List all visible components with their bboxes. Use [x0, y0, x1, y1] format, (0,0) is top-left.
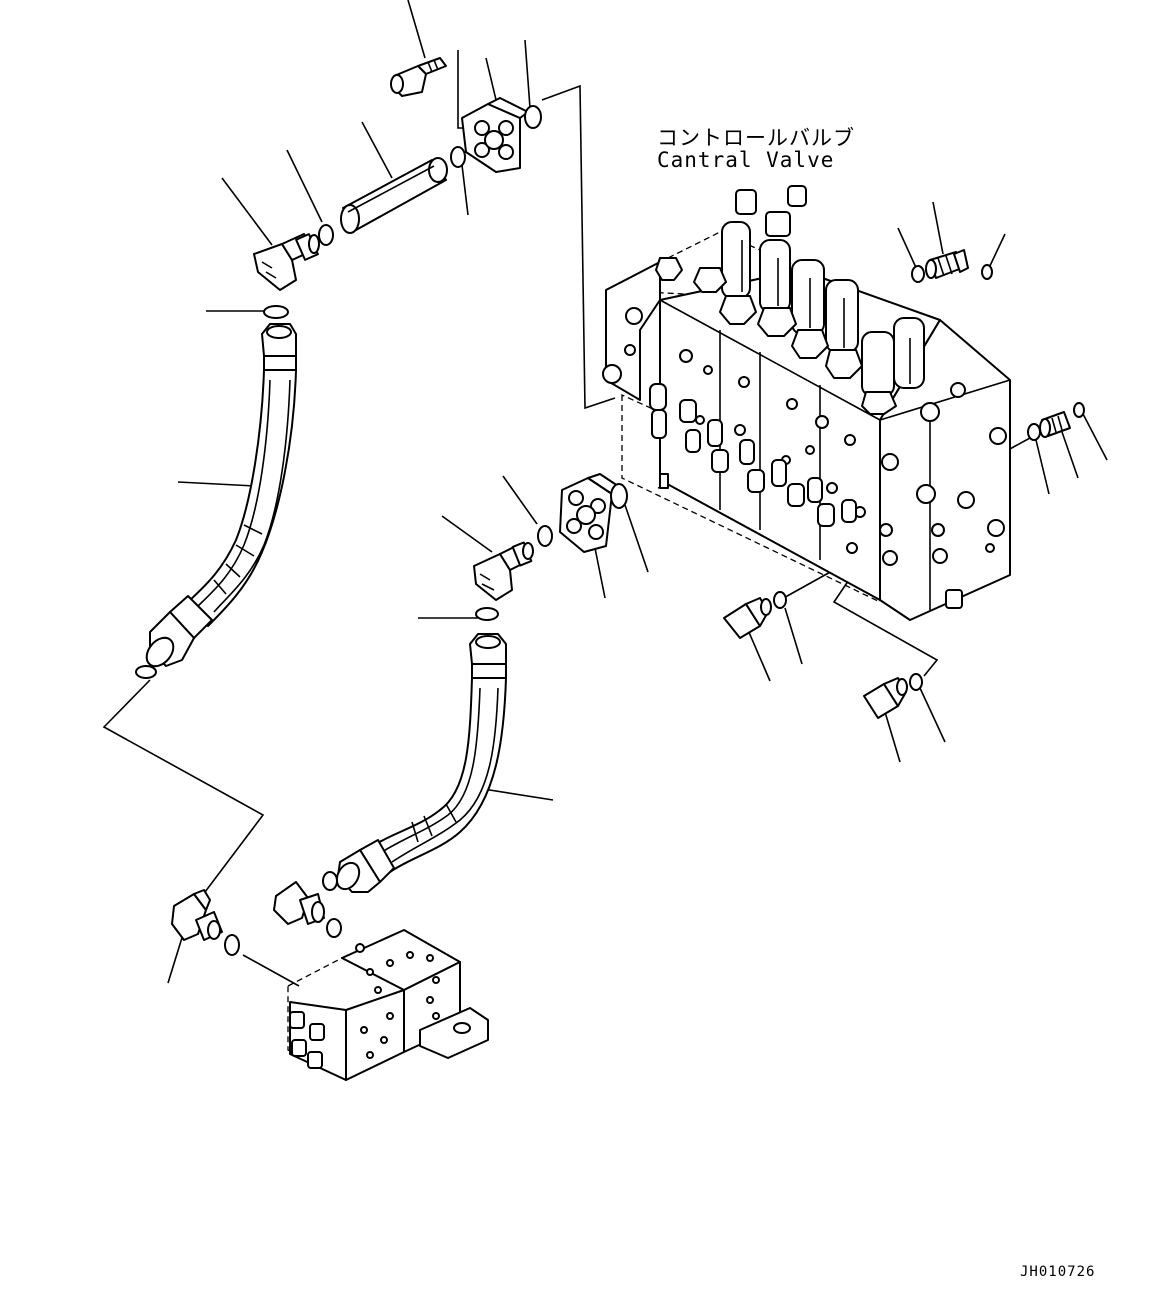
adapter-right-side	[1027, 402, 1085, 441]
tee-lower-right-part	[273, 871, 342, 938]
hose-right-part	[335, 633, 507, 893]
title-japanese: コントロールバルブ	[657, 126, 855, 150]
bolt-part	[390, 57, 447, 97]
tee-fitting-right-upper	[723, 591, 787, 639]
solenoid-block-part	[287, 929, 489, 1081]
elbow-middle-part	[473, 541, 534, 601]
tee-lower-left-part	[171, 889, 240, 956]
hose-left-part	[135, 323, 297, 679]
tube-part	[340, 157, 448, 234]
drawing-code: JH010726	[1020, 1264, 1096, 1280]
o-rings-middle	[475, 483, 628, 621]
tee-fitting-right-lower	[863, 673, 923, 719]
elbow-upper-part	[253, 233, 320, 291]
adapter-upper-right	[911, 249, 993, 283]
control-valve-part	[602, 185, 1011, 621]
leader-lines	[167, 0, 1108, 984]
o-rings-upper	[263, 105, 542, 319]
title-english: Cantral Valve	[657, 148, 835, 172]
flange-upper-part	[461, 97, 529, 173]
flange-middle-part	[559, 473, 619, 553]
